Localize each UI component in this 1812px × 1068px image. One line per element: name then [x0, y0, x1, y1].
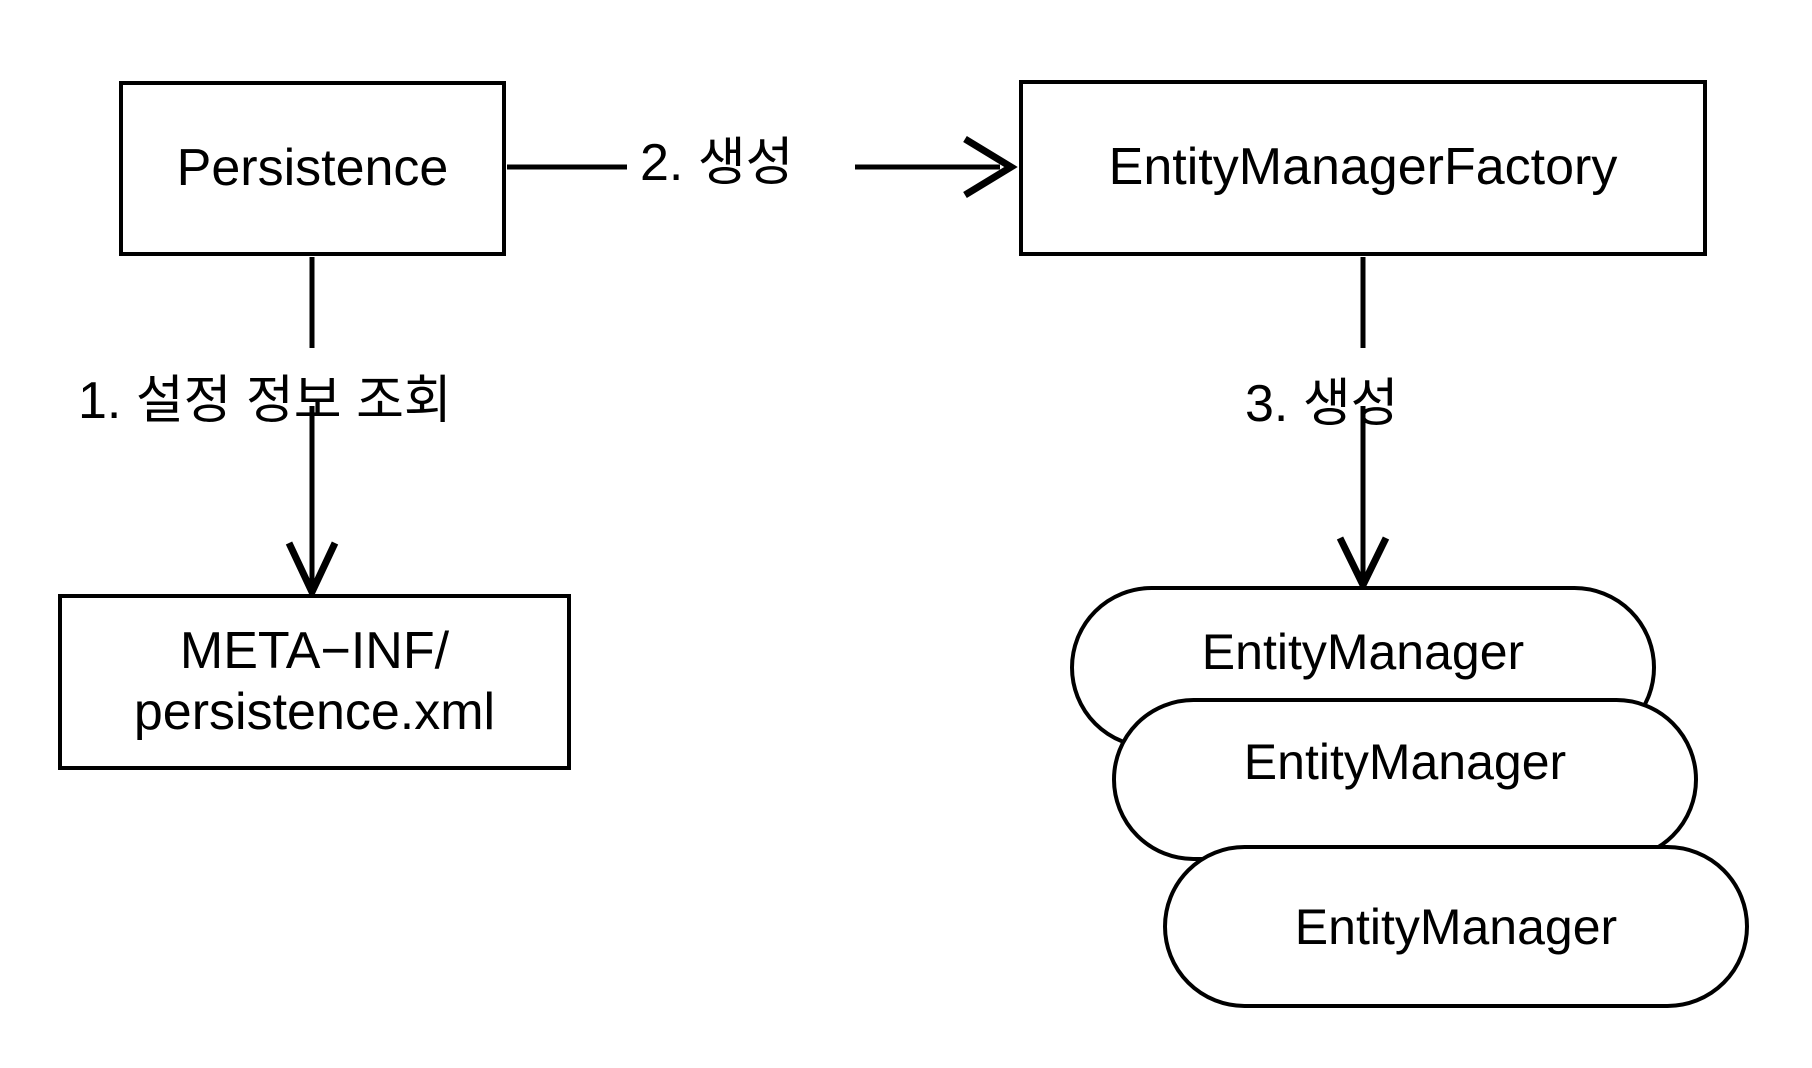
node-entity-manager-factory[interactable]: EntityManagerFactory	[1019, 80, 1707, 256]
edge-label-step3: 3. 생성	[1245, 375, 1399, 433]
arrowhead-right-icon	[963, 136, 1018, 198]
node-persistence[interactable]: Persistence	[119, 81, 506, 256]
node-meta-inf-label-line-2: persistence.xml	[133, 683, 496, 741]
arrowhead-down-icon	[1336, 536, 1390, 593]
node-meta-inf-label-line-1: META−INF/	[179, 621, 450, 680]
node-entity-manager-2-label: EntityManager	[1243, 733, 1567, 790]
node-entity-manager-factory-label: EntityManagerFactory	[1108, 138, 1618, 197]
node-meta-inf-persistence-xml[interactable]: META−INF/ persistence.xml	[58, 594, 571, 770]
node-entity-manager-1-label: EntityManager	[1201, 623, 1525, 680]
node-entity-manager-3[interactable]: EntityManager	[1163, 845, 1749, 1008]
node-persistence-label: Persistence	[176, 138, 449, 197]
arrowhead-down-icon	[285, 541, 339, 601]
node-entity-manager-2[interactable]: EntityManager	[1112, 698, 1698, 861]
node-entity-manager-3-label: EntityManager	[1294, 898, 1618, 955]
edge-label-step2: 2. 생성	[640, 134, 794, 192]
edge-label-step1: 1. 설정 정보 조회	[78, 372, 452, 430]
